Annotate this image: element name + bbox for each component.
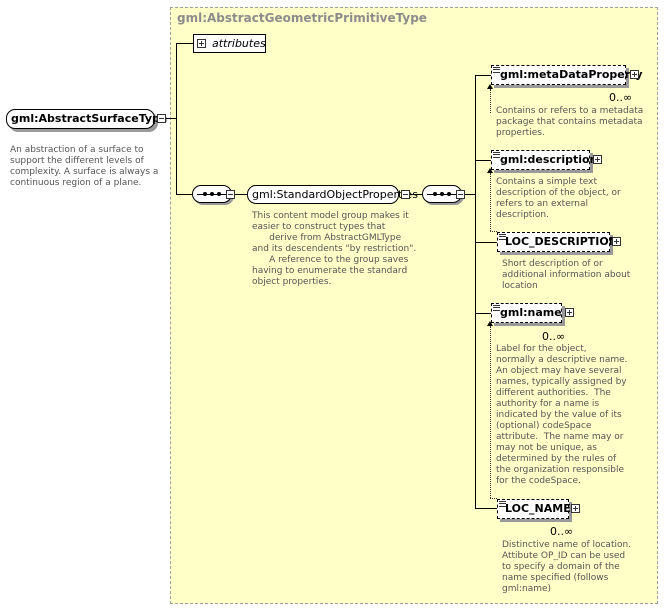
- sequence-compositor[interactable]: [192, 185, 232, 203]
- substitution-line: [490, 89, 491, 113]
- element-label: LOC_DESCRIPTION: [505, 235, 618, 248]
- arrow-up-icon: [487, 168, 493, 173]
- connector-line: [475, 75, 491, 76]
- element-label: LOC_NAME: [505, 502, 571, 515]
- root-element-label: gml:AbstractSurfaceType: [11, 112, 168, 125]
- connector-line: [475, 160, 491, 161]
- expand-icon[interactable]: [571, 504, 580, 513]
- connector-line: [475, 313, 491, 314]
- collapse-icon[interactable]: [226, 190, 235, 199]
- root-element-node[interactable]: gml:AbstractSurfaceType: [6, 109, 167, 129]
- attributes-label: attributes: [212, 37, 266, 50]
- connector-line: [465, 194, 475, 195]
- annotation-icon: [493, 152, 500, 158]
- substitution-line: [490, 326, 491, 498]
- root-element-doc: An abstraction of a surface to support t…: [10, 145, 159, 188]
- element-doc: Contains or refers to a metadata package…: [496, 106, 644, 138]
- annotation-icon: [499, 501, 506, 507]
- expand-icon[interactable]: [612, 237, 621, 246]
- connector-line: [410, 194, 422, 195]
- cardinality: 0..∞: [609, 91, 633, 104]
- group-doc: This content model group makes it easier…: [252, 211, 417, 287]
- group-label: gml:StandardObjectProperties: [252, 188, 418, 201]
- connector-line: [176, 194, 192, 195]
- element-label: gml:description: [500, 153, 598, 166]
- collapse-icon[interactable]: [456, 190, 465, 199]
- expand-icon[interactable]: [197, 39, 206, 48]
- type-panel: [170, 7, 658, 604]
- connector-line: [235, 194, 247, 195]
- attributes-node[interactable]: attributes: [193, 34, 266, 53]
- collapse-icon[interactable]: [157, 114, 166, 123]
- element-doc: Short description of or additional infor…: [502, 259, 631, 291]
- element-name[interactable]: gml:name: [491, 303, 562, 323]
- annotation-icon: [493, 67, 500, 73]
- element-doc: Contains a simple text description of th…: [496, 177, 621, 220]
- connector-line: [176, 43, 193, 44]
- cardinality: 0..∞: [550, 525, 574, 538]
- substitution-line: [490, 498, 497, 499]
- cardinality: 0..∞: [542, 330, 566, 343]
- element-doc: Distinctive name of location. Attibute O…: [502, 540, 632, 594]
- connector-line: [475, 75, 476, 509]
- collapse-icon[interactable]: [401, 190, 410, 199]
- arrow-up-icon: [487, 321, 493, 326]
- element-doc: Label for the object, normally a descrip…: [496, 344, 628, 486]
- expand-icon[interactable]: [593, 155, 602, 164]
- arrow-up-icon: [487, 84, 493, 89]
- element-label: gml:name: [500, 306, 562, 319]
- element-description[interactable]: gml:description: [491, 150, 597, 170]
- annotation-icon: [493, 305, 500, 311]
- element-metadataproperty[interactable]: gml:metaDataProperty: [491, 65, 643, 85]
- connector-line: [166, 118, 176, 119]
- substitution-line: [490, 231, 497, 232]
- group-node[interactable]: gml:StandardObjectProperties: [247, 185, 418, 204]
- expand-icon[interactable]: [565, 308, 574, 317]
- element-loc-name[interactable]: LOC_NAME: [497, 499, 571, 519]
- connector-line: [176, 43, 177, 195]
- element-label: gml:metaDataProperty: [500, 68, 643, 81]
- panel-title: gml:AbstractGeometricPrimitiveType: [177, 11, 427, 25]
- substitution-line: [490, 173, 491, 231]
- connector-line: [475, 508, 497, 509]
- annotation-icon: [499, 234, 506, 240]
- connector-line: [475, 242, 497, 243]
- element-loc-description[interactable]: LOC_DESCRIPTION: [497, 232, 618, 252]
- expand-icon[interactable]: [630, 70, 639, 79]
